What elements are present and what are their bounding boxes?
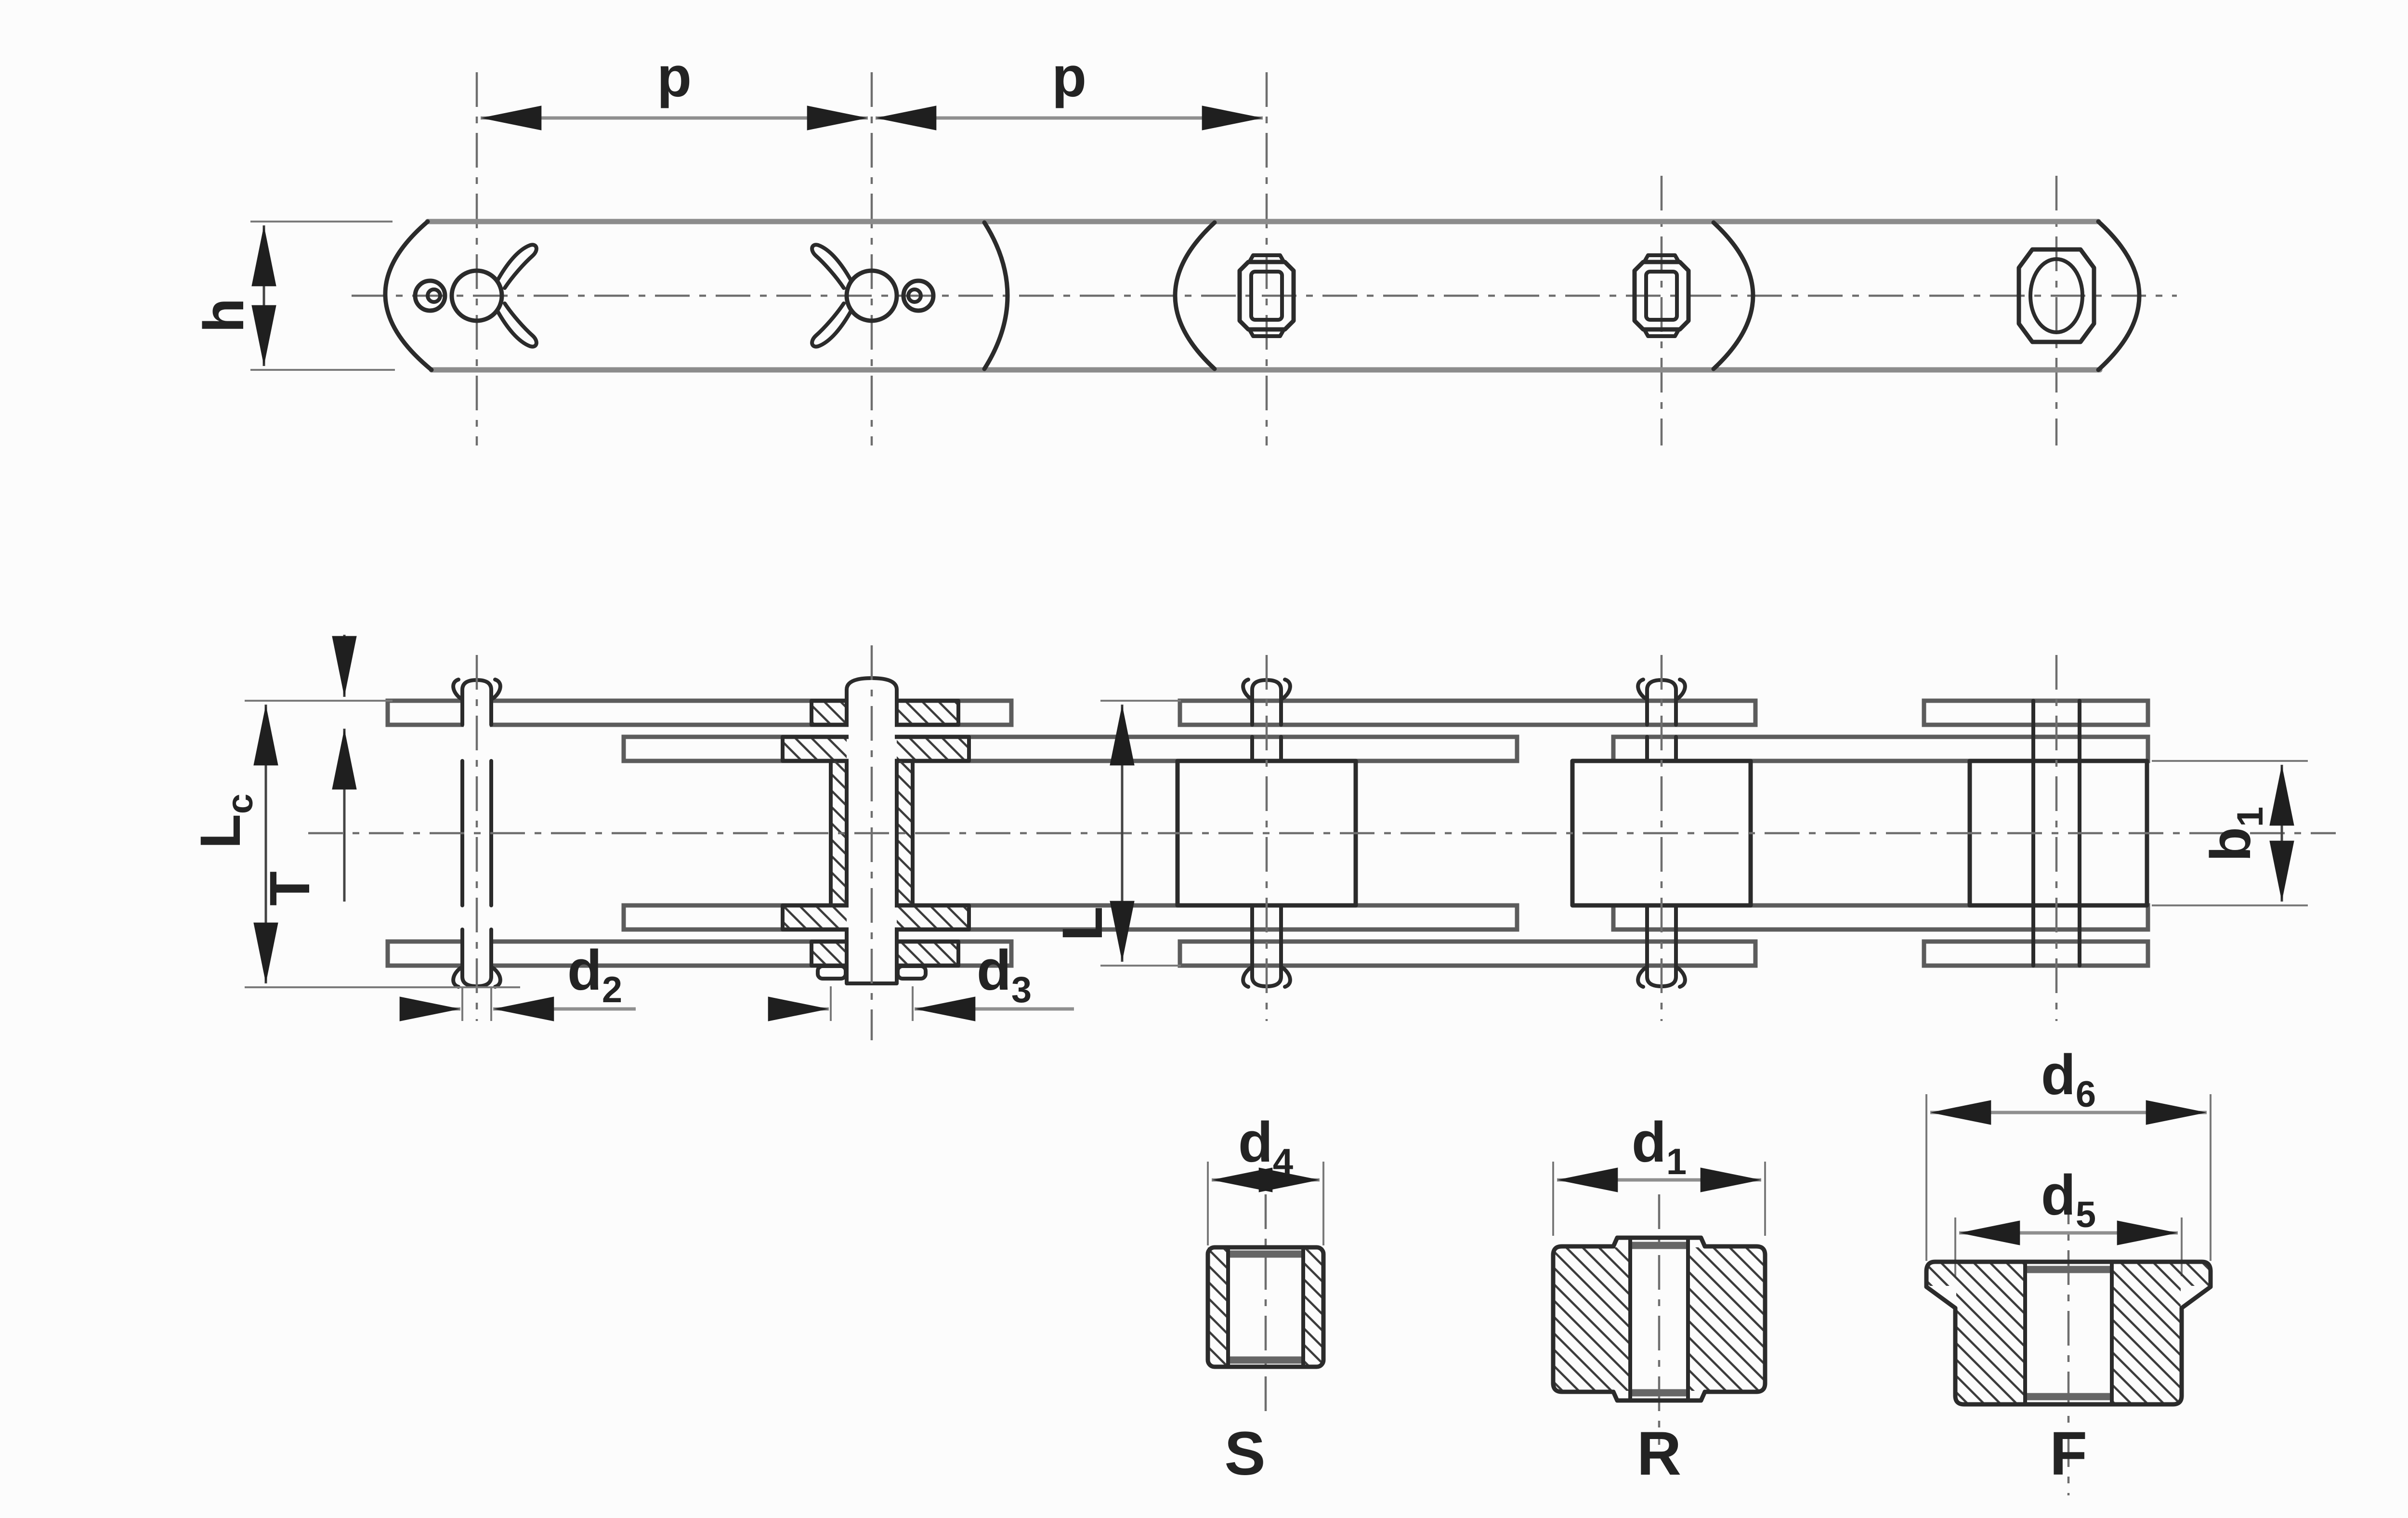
cotter-pin-1 bbox=[413, 243, 538, 349]
d6-label: d6 bbox=[2041, 1043, 2096, 1115]
inner-plate-right-arc bbox=[1711, 220, 1755, 371]
d5-label: d5 bbox=[2041, 1164, 2096, 1235]
bushing-end-pin4 bbox=[1632, 253, 1691, 338]
section-roller-R: d1 R bbox=[1551, 1111, 1767, 1488]
dim-d2: d2 bbox=[399, 939, 636, 1021]
dim-d3: d3 bbox=[768, 939, 1074, 1021]
dim-b1: b1 bbox=[2152, 760, 2308, 906]
section-flanged-roller-F: d6 d5 F bbox=[1924, 1043, 2213, 1495]
h-label: h bbox=[192, 298, 256, 333]
roller-end-pin5 bbox=[2016, 247, 2096, 344]
p2-label: p bbox=[1052, 45, 1086, 109]
dim-h: h bbox=[192, 221, 395, 371]
d1-label: d1 bbox=[1632, 1111, 1687, 1182]
elevation-view: Lc T L b1 d2 bbox=[189, 635, 2336, 1040]
dim-T: T bbox=[258, 635, 357, 906]
inner-plate-left-arc bbox=[1173, 220, 1217, 371]
L-label: L bbox=[1051, 906, 1114, 941]
dim-p: p p bbox=[481, 45, 1263, 131]
sectioned-joint-pin2 bbox=[781, 676, 971, 985]
d2-label: d2 bbox=[567, 939, 622, 1010]
R-label: R bbox=[1637, 1419, 1681, 1488]
d3-label: d3 bbox=[977, 939, 1032, 1010]
F-label: F bbox=[2050, 1419, 2087, 1488]
outer-plate-right-arc bbox=[982, 220, 1010, 371]
right-plate-end-arc bbox=[2096, 219, 2142, 372]
d4-label: d4 bbox=[1238, 1111, 1293, 1182]
p1-label: p bbox=[657, 45, 692, 109]
b1-label: b1 bbox=[2199, 807, 2271, 862]
T-label: T bbox=[258, 871, 322, 906]
outer-plate-strips bbox=[385, 698, 2150, 968]
plan-view: h p p bbox=[192, 45, 2177, 445]
cotter-pin-2 bbox=[810, 243, 936, 349]
section-bushing-S: d4 S bbox=[1205, 1111, 1326, 1488]
inner-plate-strips bbox=[621, 734, 2150, 932]
dim-Lc: Lc bbox=[189, 700, 520, 988]
Lc-label: Lc bbox=[189, 794, 261, 849]
dim-L: L bbox=[1051, 700, 1181, 967]
S-label: S bbox=[1224, 1419, 1265, 1488]
left-plate-end-arc bbox=[383, 219, 434, 372]
bushing-end-pin3 bbox=[1237, 253, 1296, 338]
